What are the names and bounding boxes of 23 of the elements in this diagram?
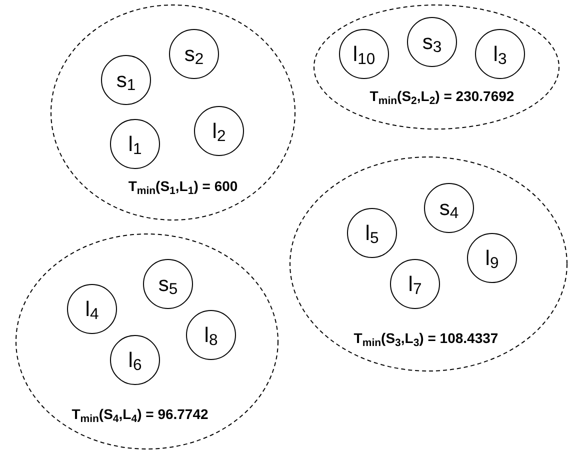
node-label: s$_{1}$ — [116, 70, 136, 90]
node-label: l$_{5}$ — [365, 222, 379, 244]
dashed-ellipse — [313, 4, 560, 130]
node-label: l$_{6}$ — [128, 350, 142, 370]
node-label: l$_{8}$ — [204, 324, 218, 346]
node-label: l$_{7}$ — [408, 274, 422, 294]
time-label: T$_{min}$(S$_{3}$,L$_{3}$) = 108.4337 — [354, 331, 498, 345]
time-label: T$_{min}$(S$_{2}$,L$_{2}$) = 230.7692 — [370, 89, 514, 103]
node-label: s$_{3}$ — [422, 32, 442, 52]
node-label: l$_{2}$ — [212, 120, 226, 142]
node-label: s$_{2}$ — [184, 44, 204, 64]
node-label: l$_{4}$ — [85, 298, 99, 320]
node-label: l$_{3}$ — [493, 44, 507, 64]
node-label: s$_{5}$ — [158, 274, 178, 294]
node-label: l$_{9}$ — [485, 248, 499, 268]
dashed-ellipse — [50, 4, 296, 221]
time-label: T$_{min}$(S$_{4}$,L$_{4}$) = 96.7742 — [72, 407, 208, 421]
dashed-ellipse — [15, 233, 279, 450]
node-label: l$_{1}$ — [128, 134, 142, 154]
node-label: s$_{4}$ — [439, 198, 459, 218]
dashed-ellipse — [289, 156, 568, 372]
time-label: T$_{min}$(S$_{1}$,L$_{1}$) = 600 — [128, 179, 238, 193]
node-label: l$_{10}$ — [352, 44, 376, 64]
